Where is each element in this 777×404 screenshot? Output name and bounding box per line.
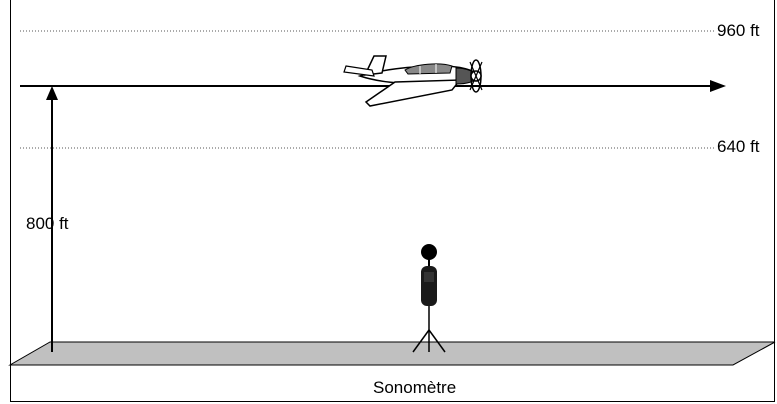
flight-altitude-label: 800 ft <box>26 214 69 233</box>
diagram-frame <box>10 0 775 402</box>
sound-level-meter-icon <box>412 244 446 353</box>
airplane-icon <box>343 55 483 107</box>
ground-plane <box>8 341 776 366</box>
upper-altitude-label: 960 ft <box>717 21 760 40</box>
lower-altitude-label: 640 ft <box>717 137 760 156</box>
altitude-arrowhead <box>46 86 58 100</box>
sound-meter-label: Sonomètre <box>373 378 457 397</box>
flight-path-arrowhead <box>710 80 726 92</box>
